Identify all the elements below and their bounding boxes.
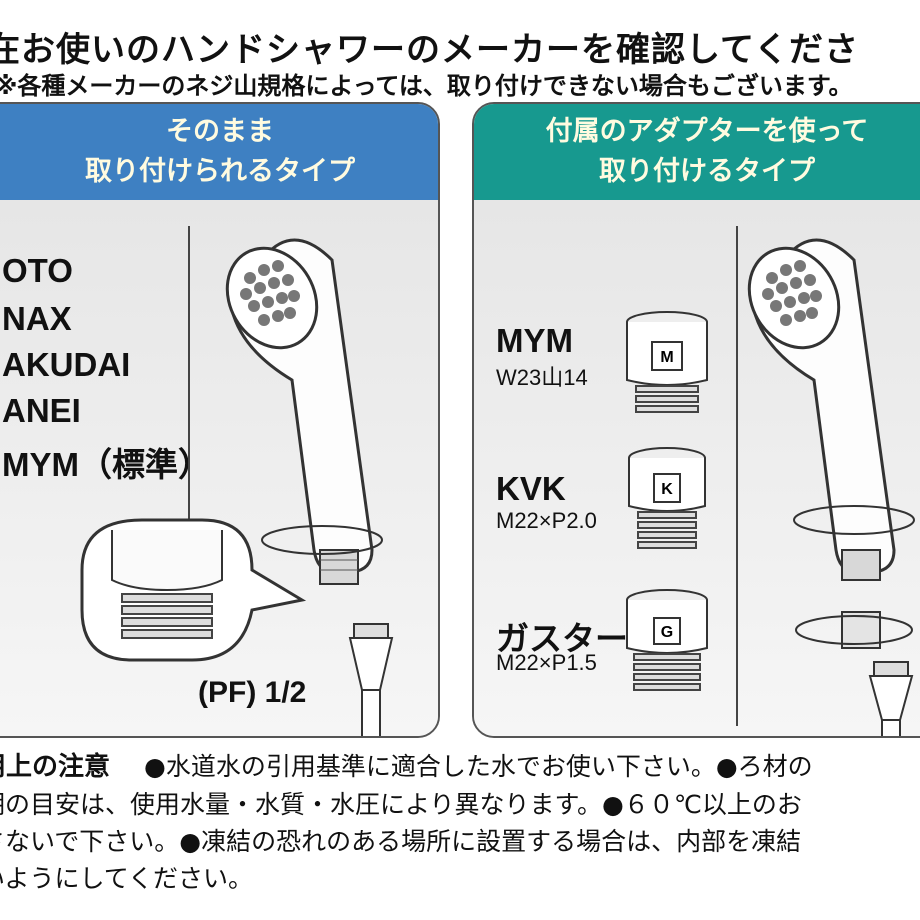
brand-item: OTO bbox=[2, 252, 73, 289]
adapter-m-illustration: M bbox=[626, 311, 708, 413]
direct-fit-panel-body: OTO NAX AKUDAI ANEI MYM（標準） bbox=[0, 200, 438, 736]
notice-line: いようにしてください。 bbox=[0, 864, 254, 893]
thread-spec-label: (PF) 1/2 bbox=[198, 676, 307, 709]
adapter-fit-title-line1: 付属のアダプターを使って bbox=[545, 116, 869, 147]
adapter-k-illustration: K bbox=[628, 447, 706, 549]
adapter-name: KVK bbox=[496, 470, 566, 507]
brand-item: ANEI bbox=[2, 392, 81, 429]
adapter-letter: K bbox=[661, 481, 673, 498]
notice-line: さないで下さい。●凍結の恐れのある場所に設置する場合は、内部を凍結 bbox=[0, 827, 802, 856]
brand-item: AKUDAI bbox=[2, 346, 131, 383]
direct-fit-panel: そのまま 取り付けられるタイプ OTO NAX AKUDAI ANEI MYM（… bbox=[0, 102, 440, 738]
brand-item: MYM（標準） bbox=[2, 446, 211, 483]
adapter-fit-panel: 付属のアダプターを使って 取り付けるタイプ MYM W23山14 KVK M22… bbox=[472, 102, 920, 738]
usage-notice: 用上の注意 ●水道水の引用基準に適合した水でお使い下さい。●ろ材の 期の目安は、使… bbox=[0, 748, 920, 897]
hose-connector-illustration bbox=[868, 661, 914, 736]
notice-text: ●水道水の引用基準に適合した水でお使い下さい。●ろ材の bbox=[144, 752, 813, 781]
adapter-spec: M22×P2.0 bbox=[496, 508, 597, 533]
adapter-fit-panel-body: MYM W23山14 KVK M22×P2.0 ガスター M22×P1.5 M … bbox=[474, 200, 920, 736]
adapter-letter: M bbox=[660, 349, 673, 366]
direct-fit-panel-header: そのまま 取り付けられるタイプ bbox=[0, 104, 438, 200]
adapter-name: ガスター bbox=[496, 620, 628, 657]
hose-connector-illustration bbox=[348, 623, 394, 736]
panel-divider bbox=[188, 226, 190, 630]
adapter-fit-panel-header: 付属のアダプターを使って 取り付けるタイプ bbox=[474, 104, 920, 200]
adapter-spec: W23山14 bbox=[496, 365, 588, 390]
panel-divider bbox=[736, 226, 738, 726]
notice-title: 用上の注意 bbox=[0, 752, 111, 782]
notice-line: 期の目安は、使用水量・水質・水圧により異なります。●６０℃以上のお bbox=[0, 790, 802, 819]
shower-head-illustration bbox=[225, 238, 383, 585]
shower-head-illustration bbox=[747, 238, 915, 649]
adapter-letter: G bbox=[661, 624, 673, 641]
thread-detail-callout bbox=[80, 518, 307, 662]
notice-line: 用上の注意 ●水道水の引用基準に適合した水でお使い下さい。●ろ材の bbox=[0, 748, 920, 786]
direct-fit-title-line1: そのまま bbox=[166, 116, 274, 147]
compatibility-note: ※各種メーカーのネジ山規格によっては、取り付けできない場合もございます。 bbox=[0, 72, 853, 100]
page-heading: 在お使いのハンドシャワーのメーカーを確認してくださ bbox=[0, 30, 859, 70]
adapter-g-illustration: G bbox=[626, 589, 708, 691]
adapter-fit-title-line2: 取り付けるタイプ bbox=[599, 156, 815, 187]
brand-item: NAX bbox=[2, 300, 72, 337]
adapter-spec: M22×P1.5 bbox=[496, 650, 597, 675]
direct-fit-title-line2: 取り付けられるタイプ bbox=[85, 156, 355, 187]
adapter-name: MYM bbox=[496, 322, 573, 359]
